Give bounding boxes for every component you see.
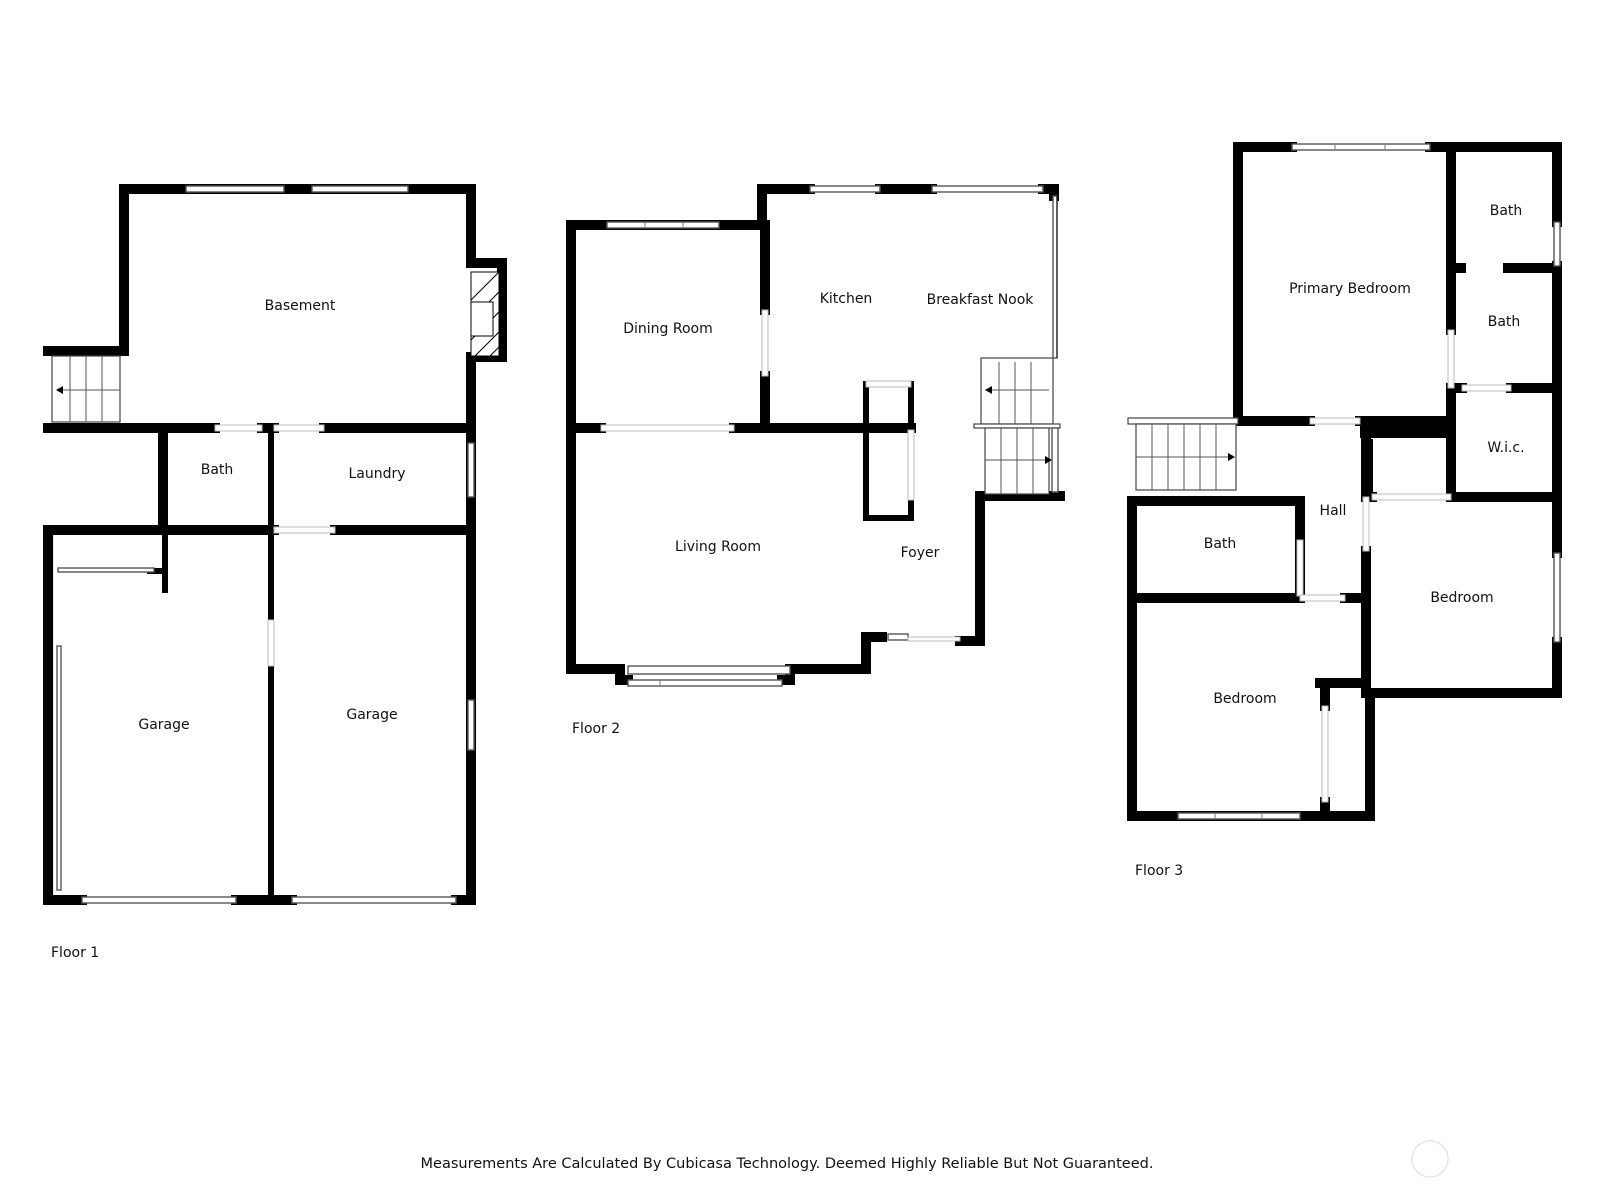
floor-3-plan: Primary Bedroom Bath Bath W.i.c. Hall Ba…: [1127, 142, 1562, 879]
room-label-bath-upper: Bath: [1490, 203, 1523, 219]
floor-2-plan: Dining Room Kitchen Breakfast Nook Livin…: [566, 184, 1065, 737]
floor-3-doors: [1296, 329, 1512, 803]
floor-1-label: Floor 1: [51, 945, 99, 961]
floor-1-plan: Basement Bath Laundry Garage Garage Floo…: [43, 184, 507, 961]
room-label-bedroom-left: Bedroom: [1213, 691, 1276, 707]
room-label-wic: W.i.c.: [1487, 440, 1524, 456]
room-label-bath: Bath: [201, 462, 234, 478]
room-label-living-room: Living Room: [675, 539, 761, 555]
room-label-bedroom-right: Bedroom: [1430, 590, 1493, 606]
floor-3-stairs: [1127, 417, 1239, 491]
floor-3-windows: [1177, 143, 1561, 820]
fireplace-icon: [470, 271, 500, 357]
room-label-bath-lower: Bath: [1204, 536, 1237, 552]
watermark-icon: [1411, 1140, 1449, 1178]
floor-1-windows: [56, 185, 475, 904]
floor-3-label: Floor 3: [1135, 863, 1183, 879]
floor-1-stairs: [51, 355, 121, 423]
room-label-breakfast-nook: Breakfast Nook: [927, 292, 1035, 308]
floor-1-outer-walls: [43, 184, 507, 905]
room-label-garage-left: Garage: [138, 717, 189, 733]
room-label-hall: Hall: [1320, 503, 1347, 519]
measurement-disclaimer: Measurements Are Calculated By Cubicasa …: [421, 1156, 1154, 1172]
floor-2-windows: [606, 185, 1058, 687]
room-label-laundry: Laundry: [348, 466, 405, 482]
room-label-basement: Basement: [265, 298, 336, 314]
floor-1-doors: [214, 424, 336, 667]
room-label-garage-right: Garage: [346, 707, 397, 723]
room-label-dining-room: Dining Room: [623, 321, 713, 337]
floor-2-stairs: [973, 357, 1061, 495]
room-label-foyer: Foyer: [901, 545, 940, 561]
floor-2-label: Floor 2: [572, 721, 620, 737]
floor-2-doors: [600, 309, 961, 642]
room-label-primary-bedroom: Primary Bedroom: [1289, 281, 1411, 297]
room-label-kitchen: Kitchen: [820, 291, 873, 307]
room-label-bath-middle: Bath: [1488, 314, 1521, 330]
